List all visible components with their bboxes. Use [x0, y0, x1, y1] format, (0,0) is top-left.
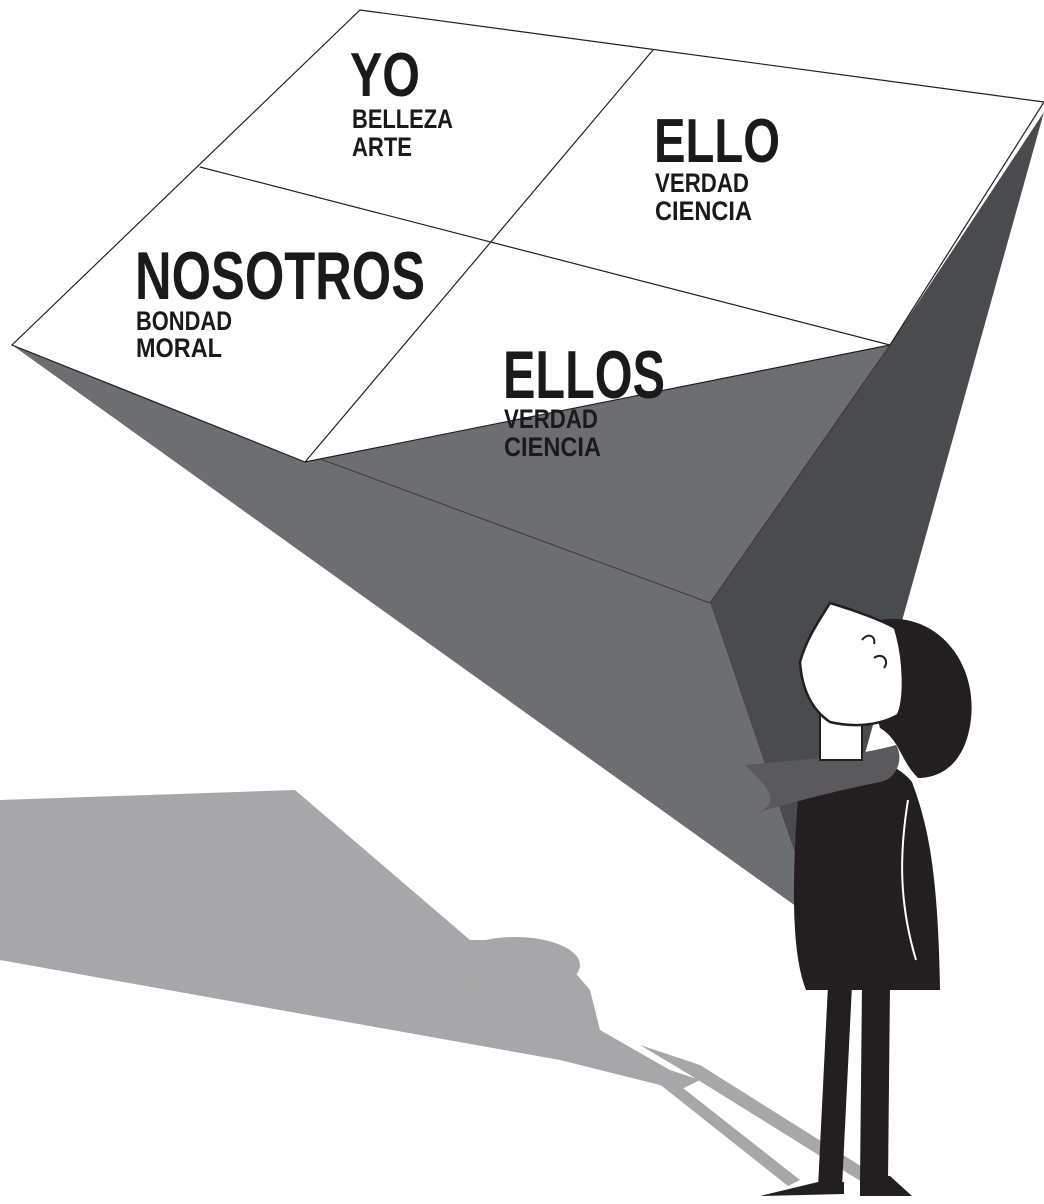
- quadrant-ellos-title: ELLOS: [503, 337, 665, 413]
- person-right-shoe: [860, 1176, 912, 1196]
- quadrant-yo-line2: ARTE: [352, 132, 412, 162]
- quadrant-nosotros-title: NOSOTROS: [135, 238, 425, 314]
- quadrant-nosotros-line1: BONDAD: [136, 306, 232, 336]
- quadrant-ellos-line2: CIENCIA: [504, 432, 601, 462]
- person-right-leg: [860, 985, 890, 1182]
- quadrant-ello-title: ELLO: [654, 107, 780, 176]
- quadrant-nosotros-line2: MORAL: [136, 333, 222, 363]
- quadrant-yo-title: YO: [350, 41, 420, 110]
- quadrant-ello-line1: VERDAD: [655, 168, 749, 198]
- quadrant-ello-line2: CIENCIA: [655, 196, 752, 226]
- quadrant-yo-line1: BELLEZA: [352, 104, 453, 134]
- person-left-shoe: [760, 1182, 844, 1196]
- quadrant-ellos-line1: VERDAD: [504, 404, 598, 434]
